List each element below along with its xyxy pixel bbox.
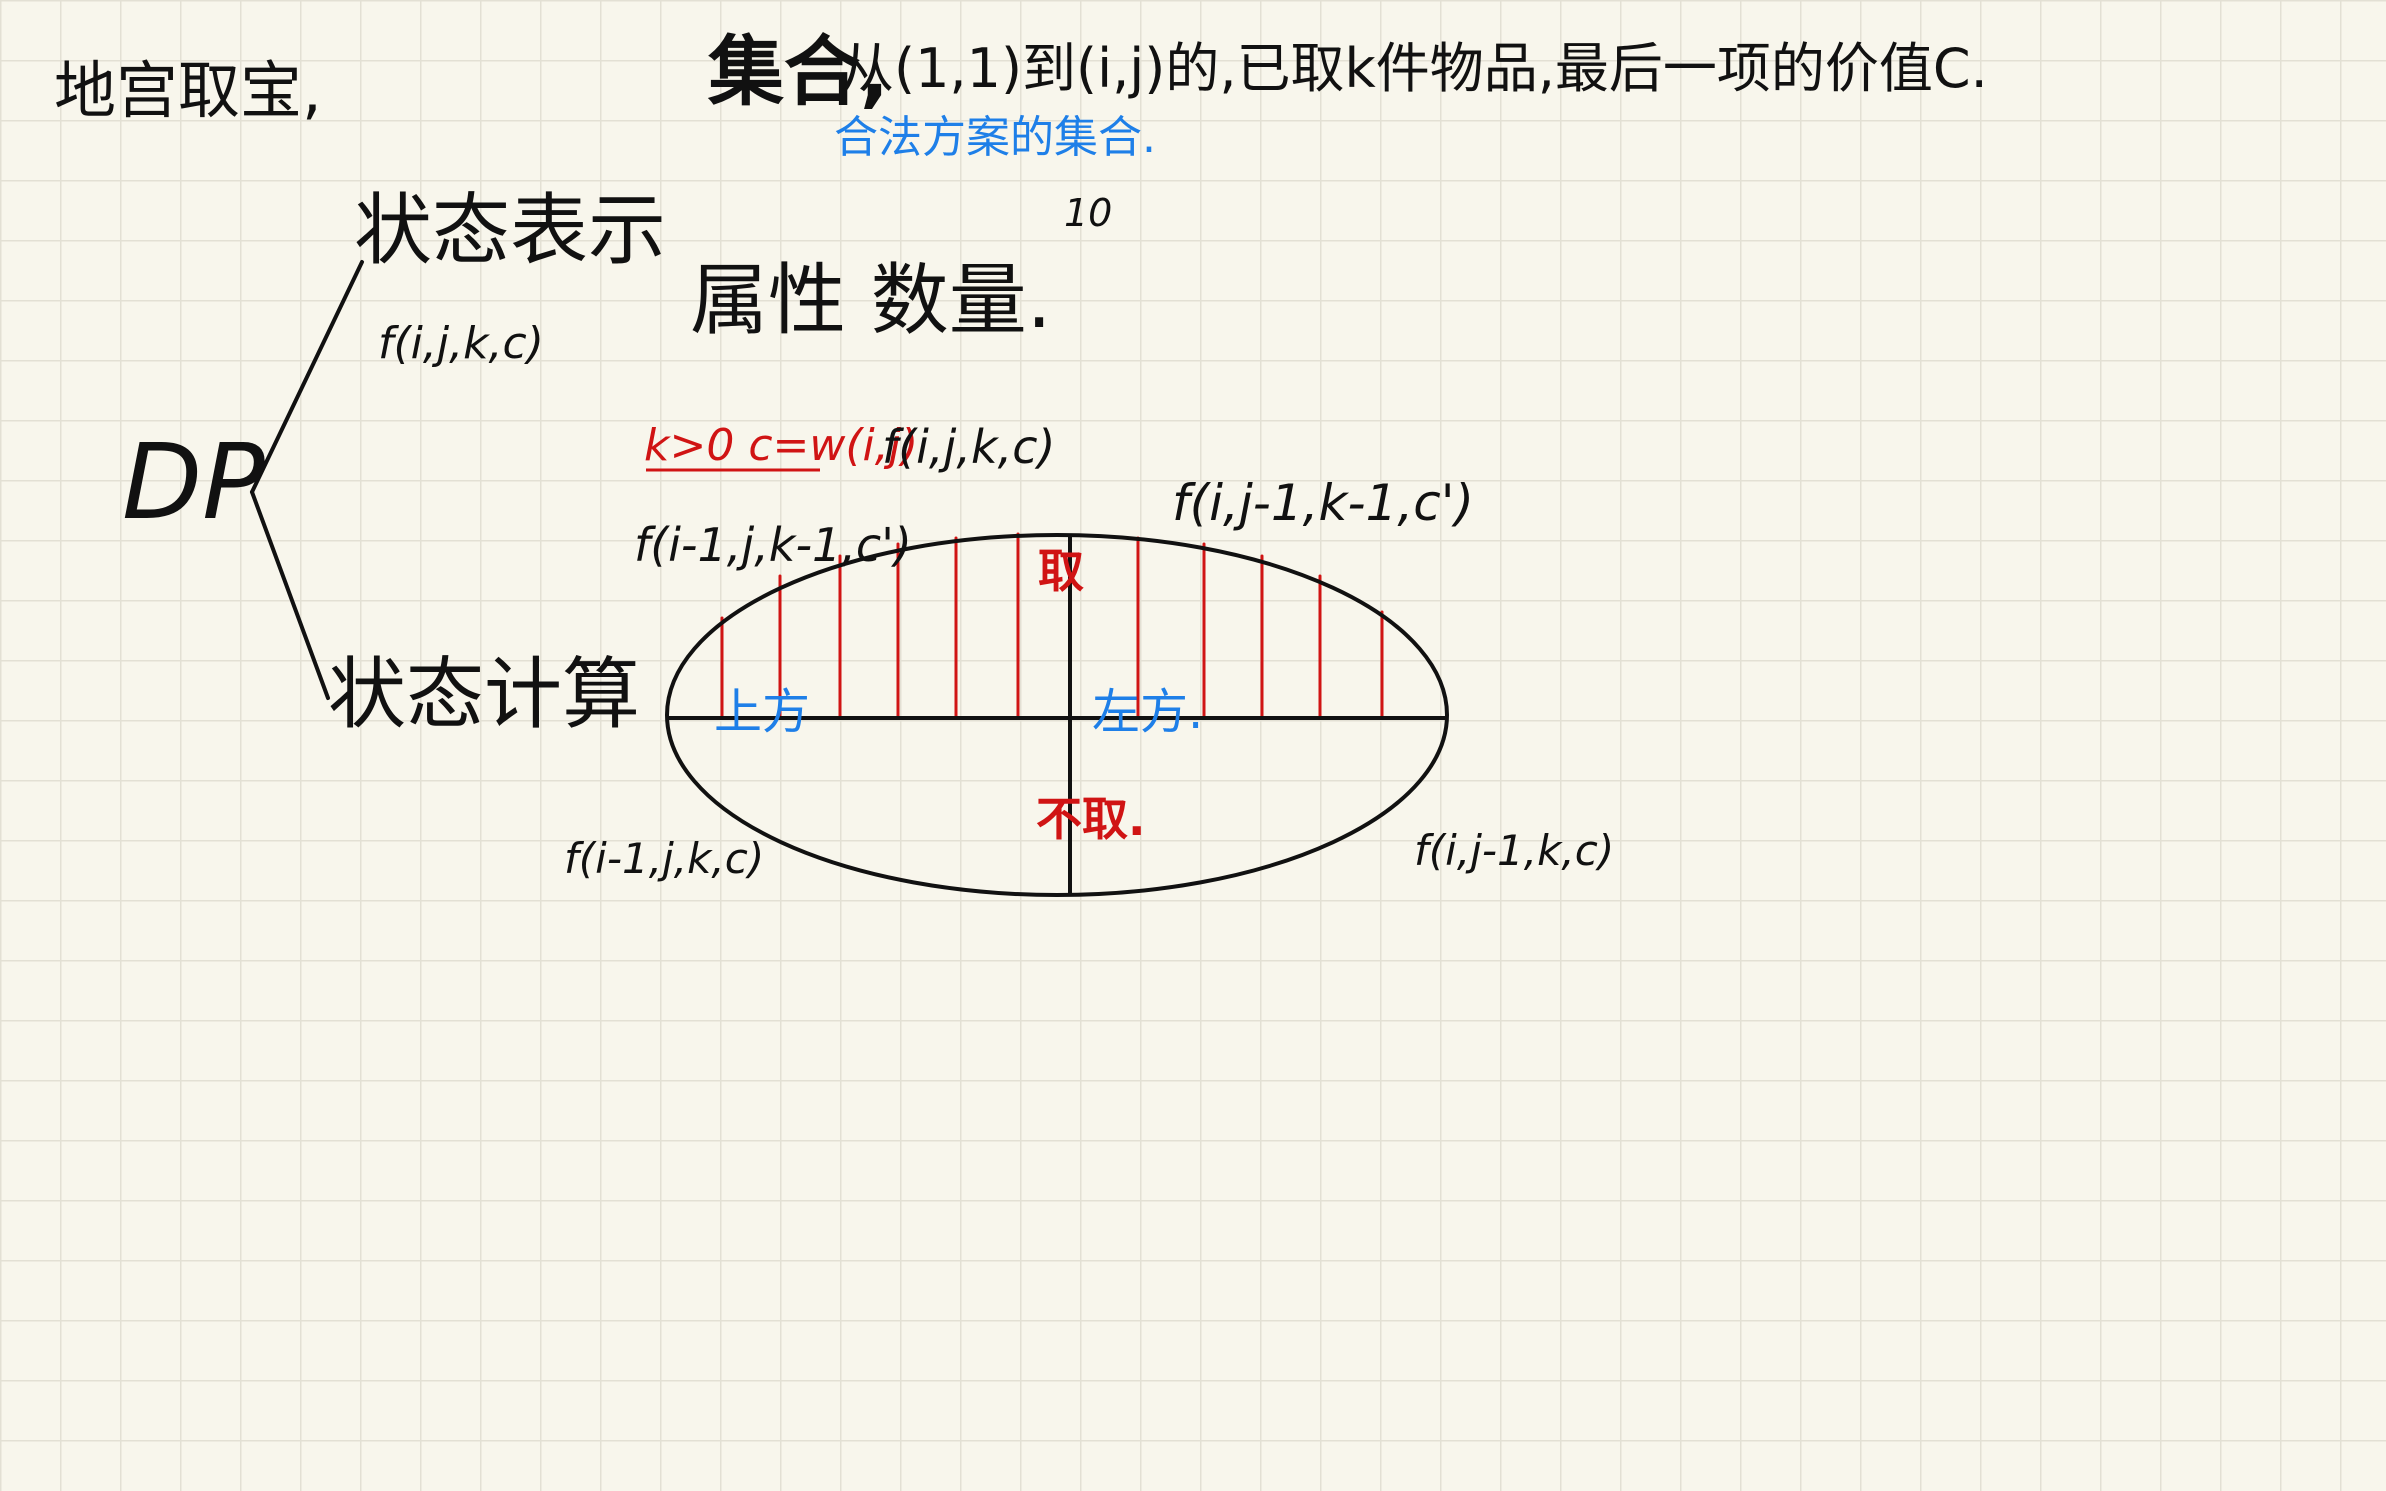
tree-branch-lower	[250, 490, 330, 700]
state-calculation-label: 状态计算	[328, 650, 641, 740]
dp-root-label: DP	[122, 421, 265, 543]
attribute-label: 属性 数量.	[690, 256, 1052, 346]
ten-mark: 10	[1064, 191, 1113, 235]
target-state-term: f(i,j,k,c)	[882, 420, 1056, 474]
state-set-ellipse	[665, 533, 1449, 897]
term-from-above-take: f(i-1,j,k-1,c')	[634, 518, 912, 572]
term-from-left-skip: f(i,j-1,k,c)	[1414, 826, 1615, 875]
take-label: 取	[1038, 544, 1084, 598]
set-definition: 从(1,1)到(i,j)的,已取k件物品,最后一项的价值C.	[840, 37, 1988, 100]
term-from-left-take: f(i,j-1,k-1,c')	[1172, 474, 1474, 532]
set-note: 合法方案的集合.	[834, 112, 1156, 163]
term-from-above-skip: f(i-1,j,k,c)	[564, 834, 765, 883]
set-heading: 集合,	[708, 27, 889, 116]
state-representation-formula: f(i,j,k,c)	[378, 318, 544, 369]
condition-text: k>0 c=w(i,j)	[644, 420, 919, 471]
take-region-hatching	[720, 532, 1384, 720]
from-above-label: 上方	[714, 684, 811, 740]
not-take-label: 不取.	[1036, 792, 1146, 846]
from-left-label: 左方.	[1092, 684, 1204, 740]
tree-branch-upper	[250, 260, 364, 494]
page-title: 地宫取宝,	[54, 54, 322, 127]
state-representation-label: 状态表示	[354, 186, 667, 276]
